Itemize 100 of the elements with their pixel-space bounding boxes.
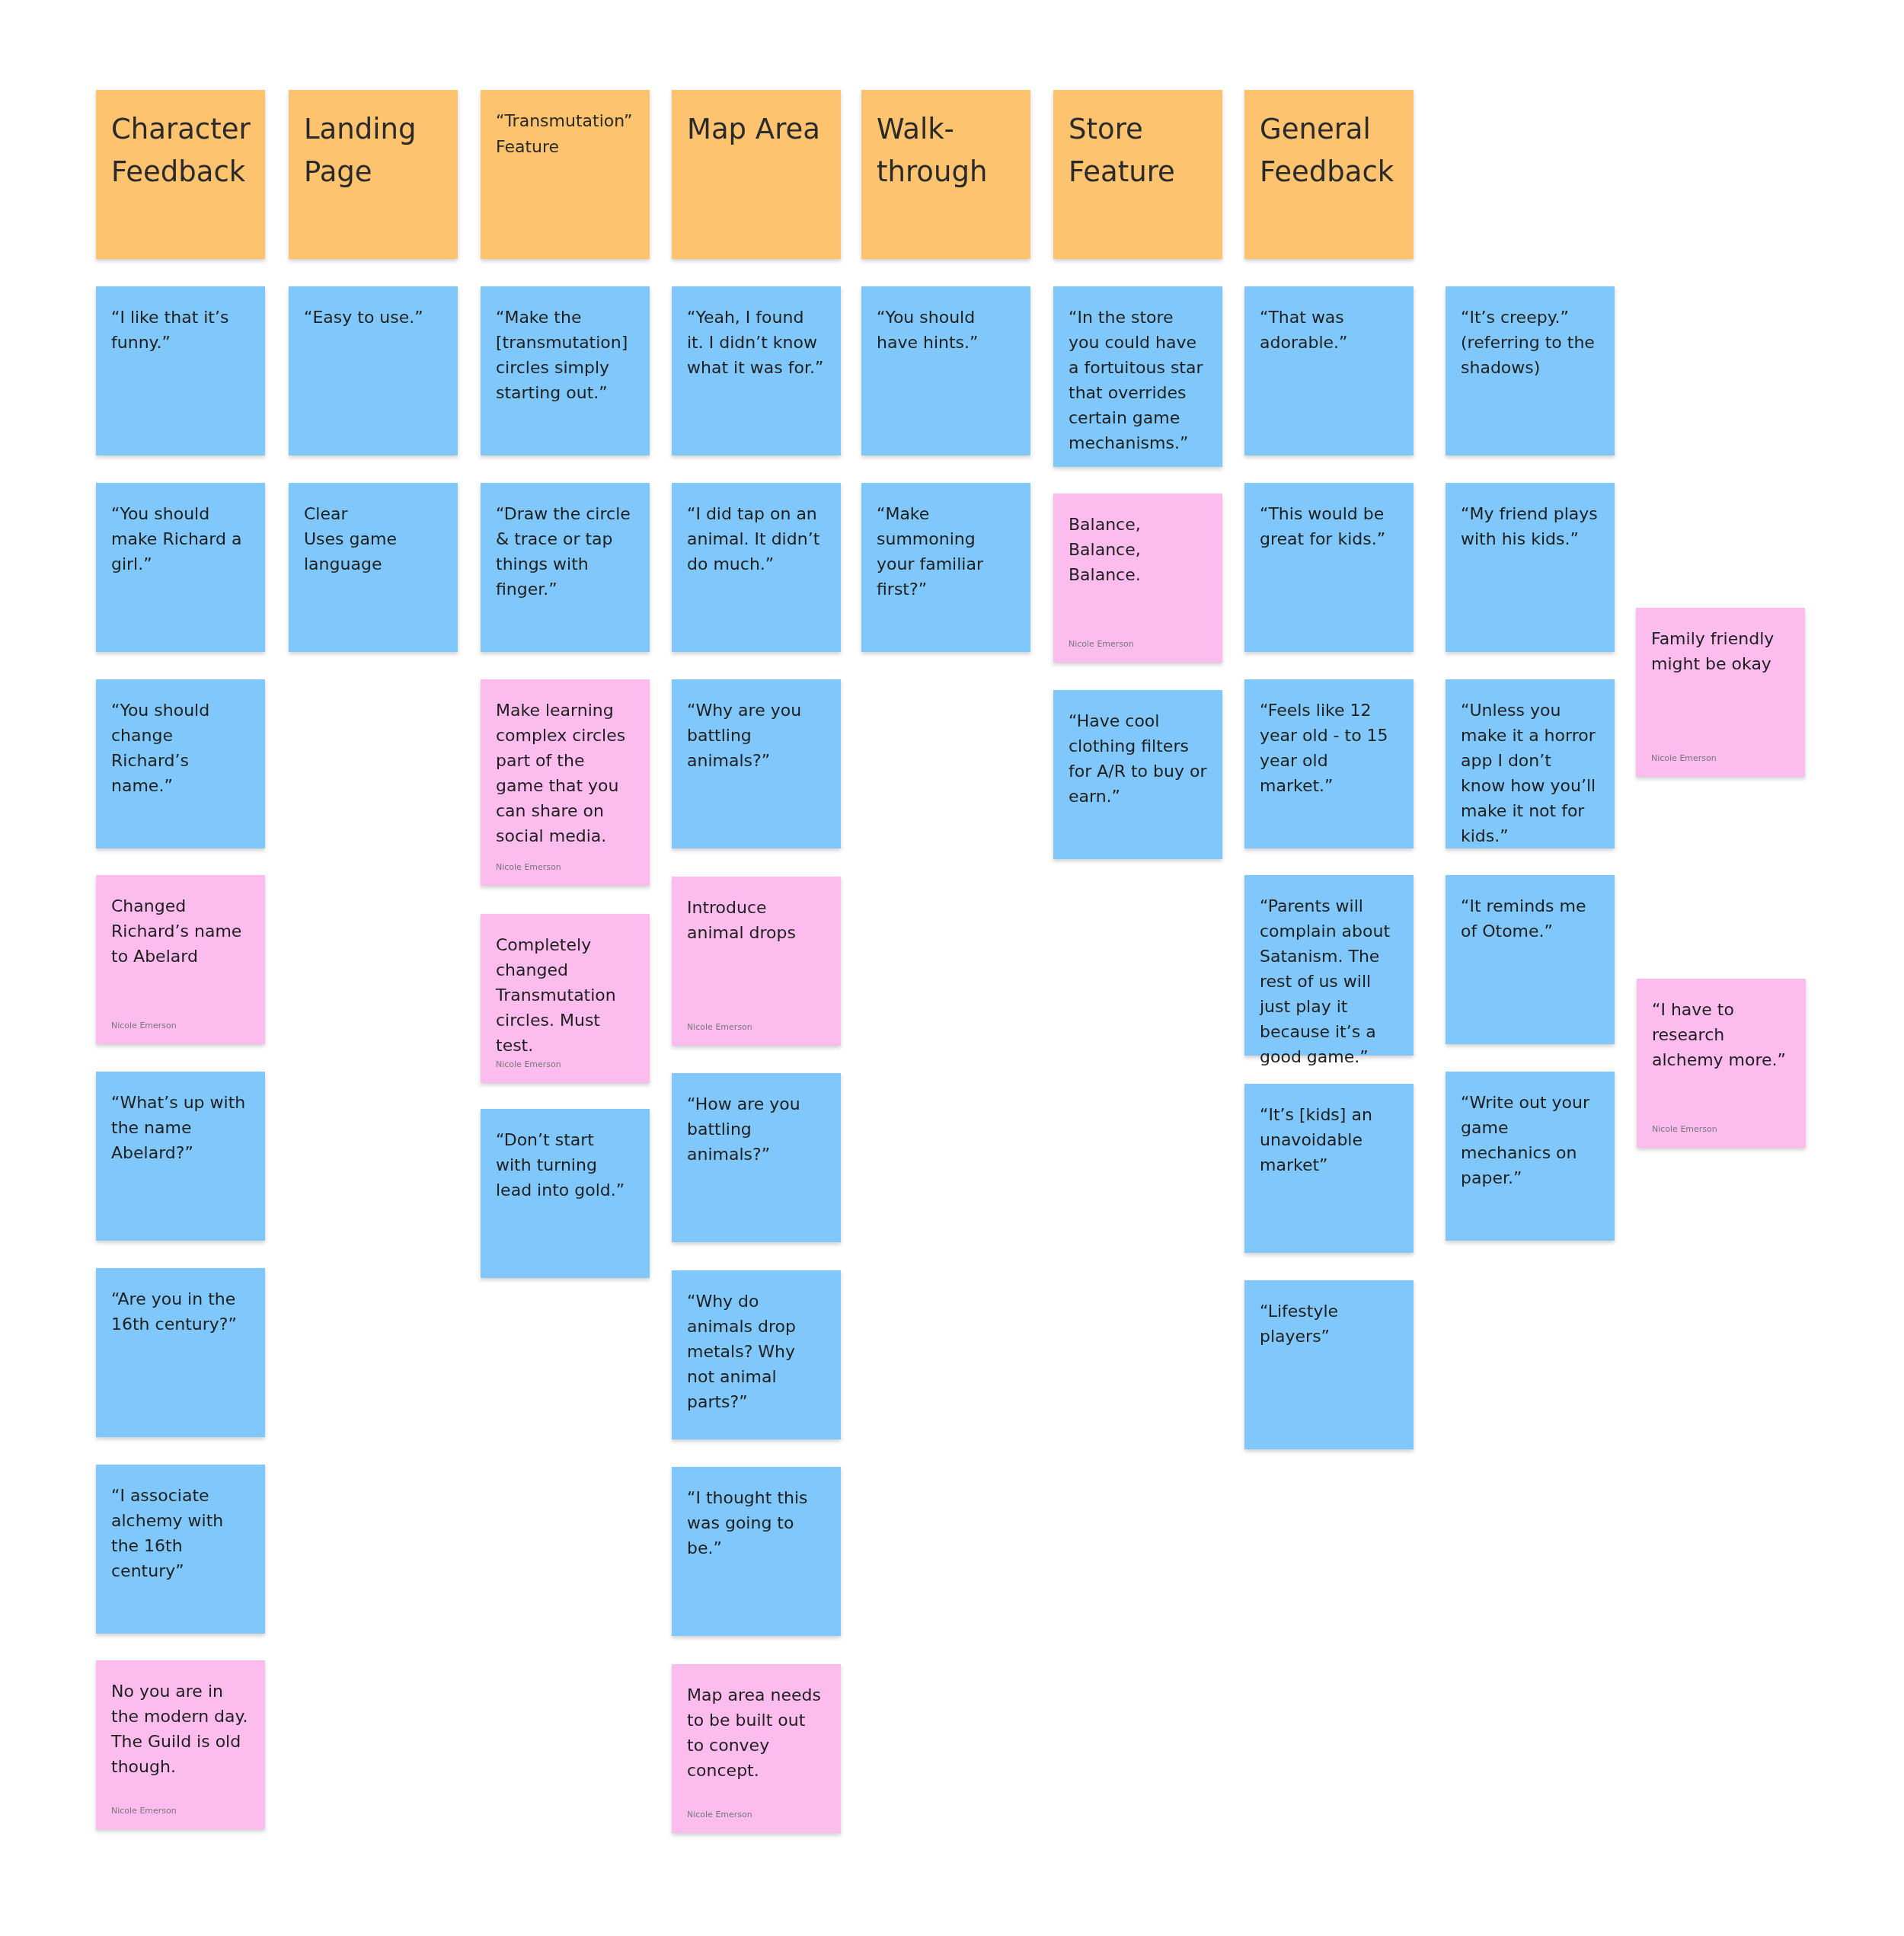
note-text: “I did tap on an animal. It didn’t do much.” [687,503,821,575]
finding-sticky-note [672,877,841,1046]
quote-sticky-note [672,286,841,455]
author-name: Nicole Emerson [1651,753,1717,763]
note-text: “In the store you could have a fortuitous star that overrides certain game mechanisms.” [1069,307,1204,454]
category-title: “Transmutation” Feature [496,110,634,158]
note-text: “You should make Richard a girl.” [111,503,243,575]
note-text: Balance, Balance, Balance. [1069,514,1142,586]
finding-sticky-note [96,1660,265,1829]
quote-sticky-note [1053,690,1222,859]
note-text: “You should change Richard’s name.” [111,700,211,797]
note-text: “Why do animals drop metals? Why not animal parts?” [687,1291,797,1413]
quote-sticky-note [1446,483,1615,652]
note-text: No you are in the modern day. The Guild is old though. [111,1681,249,1778]
quote-sticky-note [1244,1280,1414,1449]
category-header-note [1053,90,1222,259]
note-text: “That was adorable.” [1260,307,1349,353]
note-text: Introduce animal drops [687,897,797,944]
quote-sticky-note [481,286,650,455]
note-text: “I like that it’s funny.” [111,307,230,353]
category-header-note [1244,90,1414,259]
category-header-note [481,90,650,259]
quote-sticky-note [672,1073,841,1242]
author-name: Nicole Emerson [496,1059,561,1069]
quote-sticky-note [1244,286,1414,455]
quote-sticky-note [1446,679,1615,848]
quote-sticky-note [1446,875,1615,1044]
quote-sticky-note [1446,286,1615,455]
author-name: Nicole Emerson [687,1022,752,1032]
author-name: Nicole Emerson [496,862,561,872]
quote-sticky-note [861,483,1030,652]
quote-sticky-note [1244,483,1414,652]
category-title: Walk-through [877,112,989,190]
note-text: “Make the [transmutation] circles simply starting out.” [496,307,629,404]
note-text: Make learning complex circles part of the game that you can share on social media. [496,700,627,847]
category-title: Landing Page [304,112,417,190]
finding-sticky-note [1053,494,1222,663]
note-text: “Are you in the 16th century?” [111,1289,238,1335]
quote-sticky-note [672,679,841,848]
note-text: “Write out your game mechanics on paper.” [1461,1092,1590,1189]
category-header-note [289,90,458,259]
quote-sticky-note [1446,1072,1615,1241]
note-text: “Yeah, I found it. I didn’t know what it was for.” [687,307,825,379]
note-text: “My friend plays with his kids.” [1461,503,1599,550]
finding-sticky-note [481,914,650,1083]
note-text: Clear [304,503,349,525]
finding-sticky-note [96,875,265,1044]
finding-sticky-note [481,679,650,886]
quote-sticky-note [96,679,265,848]
quote-sticky-note [672,483,841,652]
note-text: “I thought this was going to be.” [687,1487,809,1559]
note-text: “Feels like 12 year old - to 15 year old market.” [1260,700,1389,797]
author-name: Nicole Emerson [111,1806,177,1816]
quote-sticky-note [96,483,265,652]
note-text: “Parents will complain about Satanism. The rest of us will just play it because it’s a good game.” [1260,896,1391,1068]
category-title: Store Feature [1069,112,1176,190]
note-text: “You should have hints.” [877,307,979,353]
author-name: Nicole Emerson [687,1810,752,1819]
author-name: Nicole Emerson [111,1021,177,1030]
category-header-note [672,90,841,259]
finding-sticky-note [1637,979,1806,1148]
author-name: Nicole Emerson [1069,639,1134,649]
category-title: Character Feedback [111,112,250,190]
author-name: Nicole Emerson [1652,1124,1717,1134]
quote-sticky-note [289,483,458,652]
quote-sticky-note [289,286,458,455]
note-text: “It’s creepy.” (referring to the shadows) [1461,307,1596,379]
quote-sticky-note [96,1465,265,1634]
finding-sticky-note [672,1664,841,1833]
note-text: “Easy to use.” [304,307,424,328]
note-text: Family friendly might be okay [1651,628,1775,675]
note-text: Changed Richard’s name to Abelard [111,896,243,967]
quote-sticky-note [672,1270,841,1439]
category-title: Map Area [687,112,821,147]
note-text: “What’s up with the name Abelard?” [111,1092,247,1164]
quote-sticky-note [481,1109,650,1278]
note-text: “Make summoning your familiar first?” [877,503,984,600]
note-text: “Unless you make it a horror app I don’t know how you’ll make it not for kids.” [1461,700,1597,847]
note-text: “Draw the circle & trace or tap things with finger.” [496,503,631,600]
note-text: “It’s [kids] an unavoidable market” [1260,1104,1373,1176]
note-text: Completely changed Transmutation circles. Must test. [496,934,617,1056]
note-text: “Lifestyle players” [1260,1301,1340,1347]
quote-sticky-note [861,286,1030,455]
note-text: “I associate alchemy with the 16th century” [111,1485,225,1582]
quote-sticky-note [96,286,265,455]
quote-sticky-note [96,1268,265,1437]
note-text: “This would be great for kids.” [1260,503,1387,550]
category-header-note [861,90,1030,259]
quote-sticky-note [1244,679,1414,848]
quote-sticky-note [1053,286,1222,467]
quote-sticky-note [96,1072,265,1241]
category-title: General Feedback [1260,112,1395,190]
note-text: “Have cool clothing filters for A/R to buy or earn.” [1069,711,1207,807]
note-text: Uses game language [304,529,398,575]
note-text: “How are you battling animals?” [687,1094,801,1165]
category-header-note [96,90,265,259]
note-text: “Don’t start with turning lead into gold.” [496,1129,626,1201]
finding-sticky-note [1636,608,1805,777]
quote-sticky-note [1244,1084,1414,1253]
quote-sticky-note [672,1467,841,1636]
